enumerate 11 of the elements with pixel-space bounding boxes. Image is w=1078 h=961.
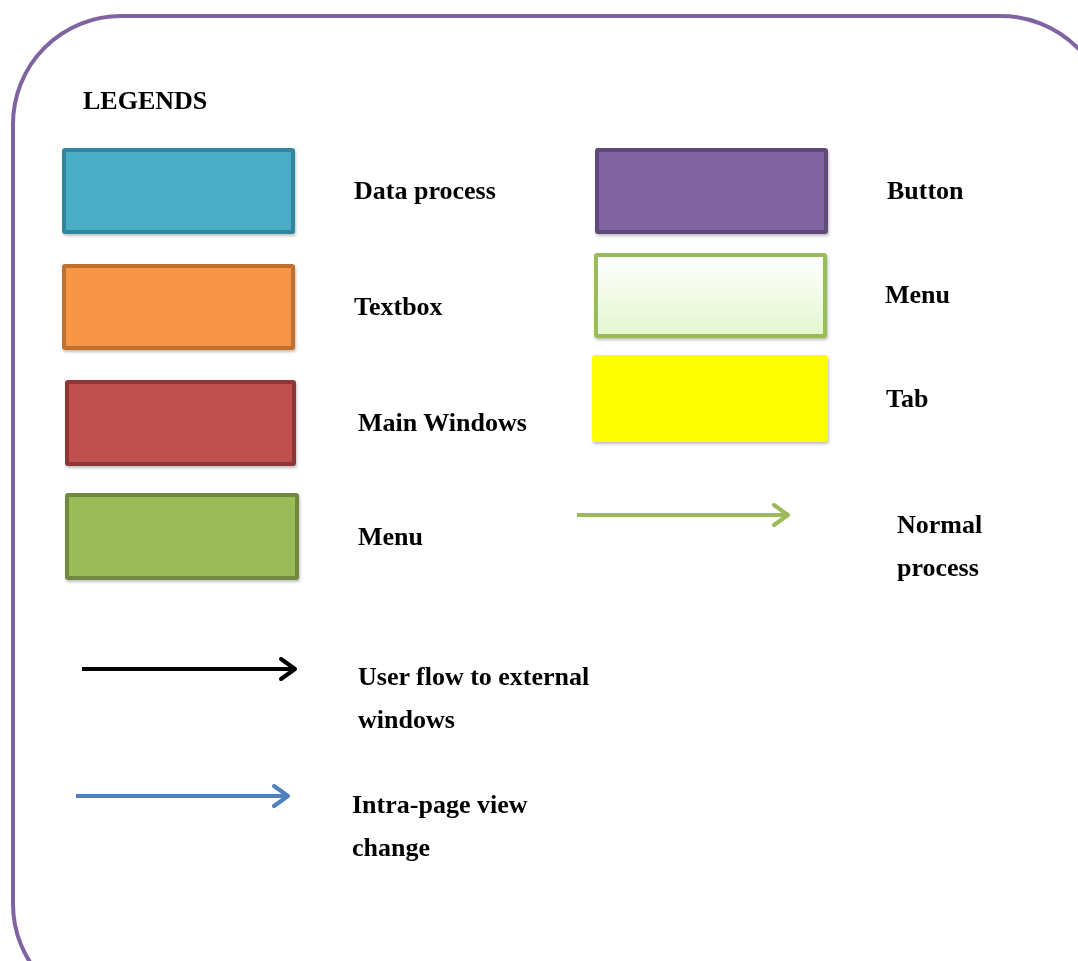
- legend-label: Tab: [886, 383, 930, 415]
- legend-label: Menu: [358, 521, 424, 553]
- legend-label: Intra-page view change: [352, 789, 529, 864]
- legend-label: Button: [887, 175, 965, 207]
- legend-label: Normal process: [897, 509, 984, 584]
- legend-label: Data process: [354, 175, 497, 207]
- legend-label: Textbox: [354, 291, 444, 323]
- legend-title: LEGENDS: [83, 86, 208, 116]
- legend-label: User flow to external windows: [358, 661, 591, 736]
- legend-label: Main Windows: [358, 407, 528, 439]
- legend-label: Menu: [885, 279, 951, 311]
